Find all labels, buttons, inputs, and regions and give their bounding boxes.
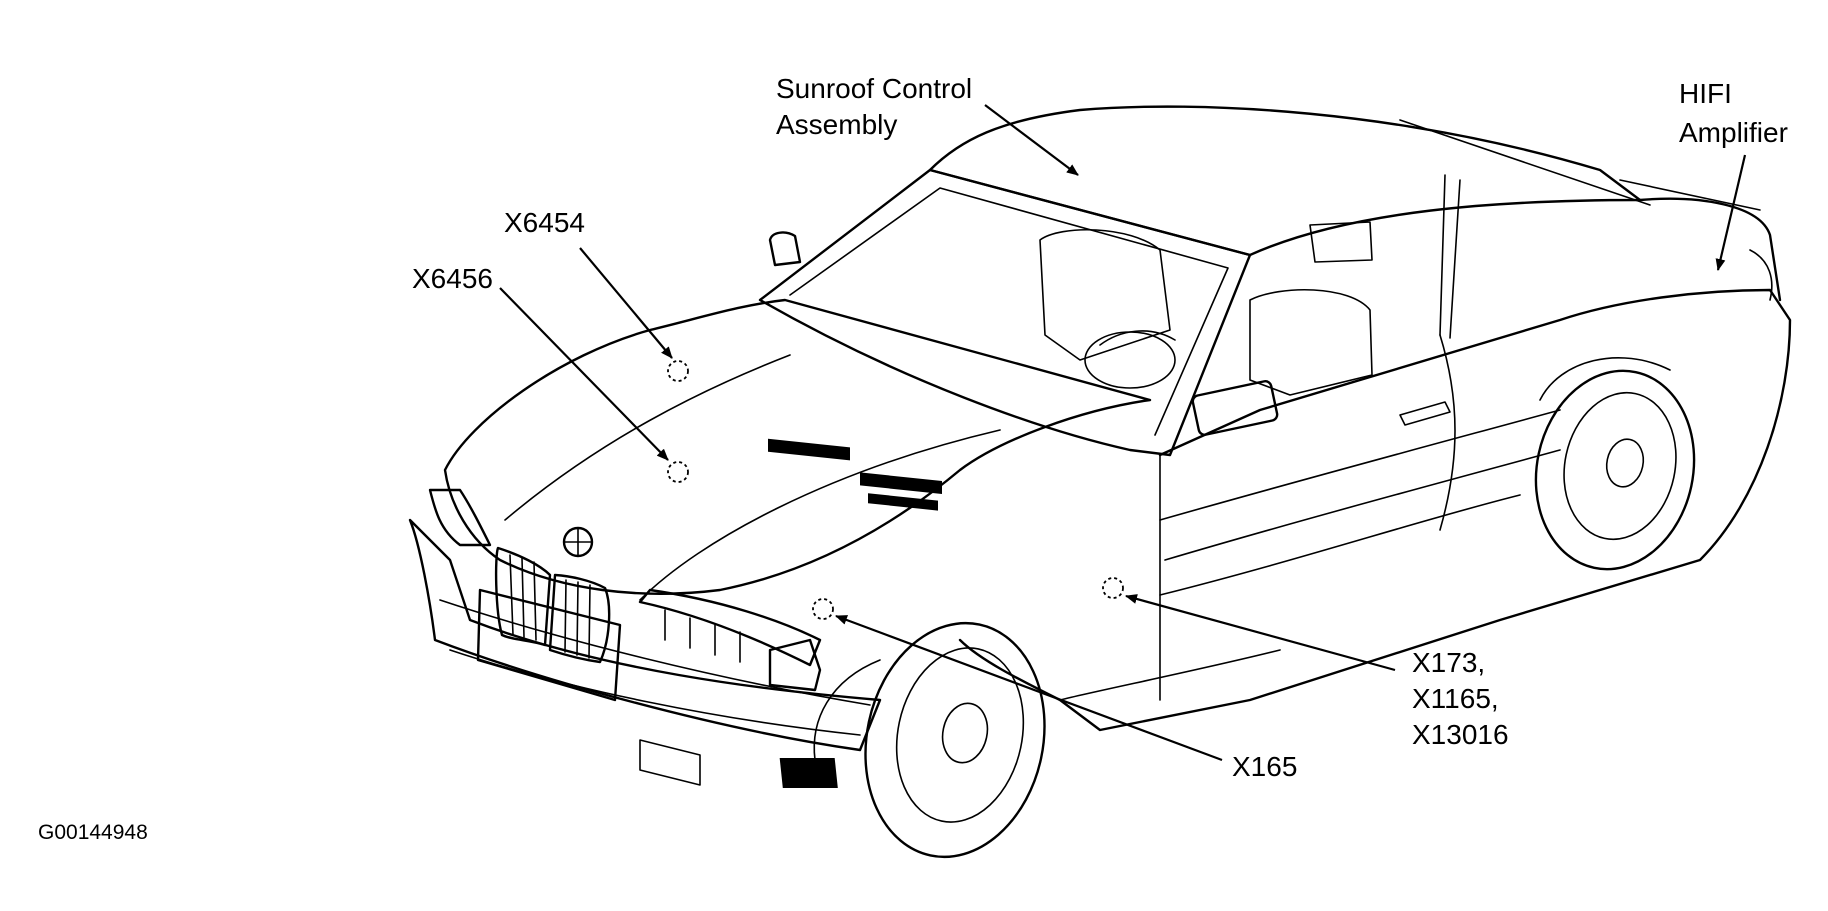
trunk: [1638, 197, 1782, 302]
rear-wheel: [1534, 369, 1696, 571]
x173-leader-line: [1125, 594, 1396, 672]
x165-location-marker: [812, 598, 834, 620]
x173-label-line3: X13016: [1412, 719, 1509, 750]
roof-bar: [928, 105, 1642, 257]
x173-location-marker: [1102, 577, 1124, 599]
x165-leader-line: [835, 614, 1223, 762]
x6454-label: X6454: [504, 207, 585, 238]
license-plate: [476, 588, 622, 702]
x173-label-line2: X1165,: [1412, 683, 1499, 714]
x6454-leader-line: [579, 247, 673, 359]
kidney-grille-right: [548, 573, 611, 664]
figure-id: G00144948: [38, 821, 148, 844]
x165-label: X165: [1232, 751, 1297, 782]
x6456-location-marker: [667, 461, 689, 483]
right-headlight: [638, 588, 822, 667]
x6456-leader-line: [499, 287, 669, 461]
car-illustration: [408, 105, 1792, 859]
front-wheel: [864, 621, 1046, 859]
sunroof-label-line1: Sunroof Control: [776, 73, 972, 104]
hifi-leader-line: [1715, 154, 1747, 271]
body-side: [958, 288, 1792, 732]
right-mirror: [1191, 380, 1279, 436]
x6456-label: X6456: [412, 263, 493, 294]
x6454-location-marker: [667, 360, 689, 382]
left-headlight: [428, 488, 492, 547]
kidney-grille-left: [494, 546, 552, 647]
x173-label-line1: X173,: [1412, 647, 1485, 678]
hifi-label-line2: Amplifier: [1679, 117, 1788, 148]
sunroof-label-line2: Assembly: [776, 109, 897, 140]
windshield-frame: [758, 168, 1252, 457]
left-mirror: [768, 231, 802, 267]
hifi-label-line1: HIFI: [1679, 78, 1732, 109]
sunroof-leader-line: [984, 104, 1079, 176]
